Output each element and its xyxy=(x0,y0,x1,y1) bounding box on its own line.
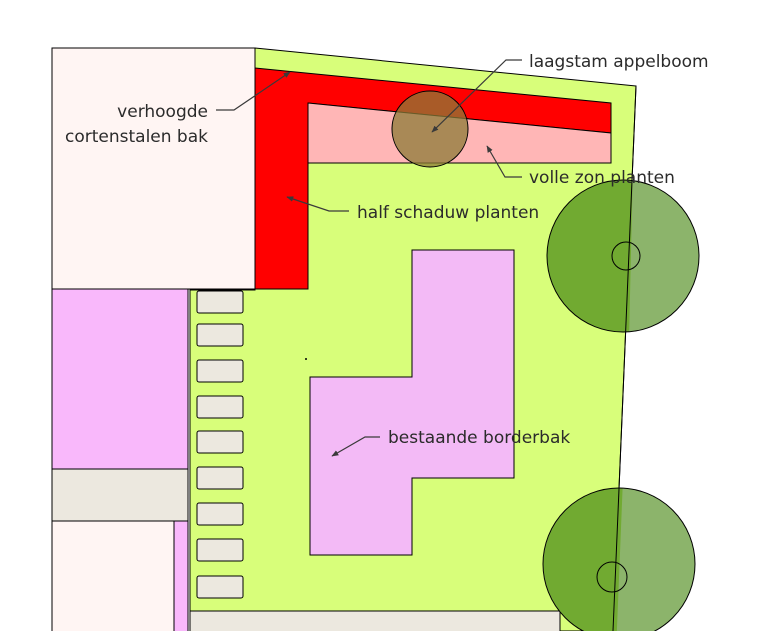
building-top xyxy=(51,47,256,290)
side-bed-strip xyxy=(173,520,189,631)
stepping-stone xyxy=(196,575,244,599)
stepping-stone xyxy=(196,430,244,454)
stepping-stone xyxy=(196,466,244,490)
stepping-stone xyxy=(196,290,244,314)
tree-trunk xyxy=(596,561,628,593)
leader-apple-tree xyxy=(431,59,522,133)
stepping-stones xyxy=(196,290,244,599)
stepping-stone xyxy=(196,395,244,419)
existing-border-bed xyxy=(309,249,515,556)
label-half-shade: half schaduw planten xyxy=(357,203,539,223)
label-corten-bed-line2: cortenstalen bak xyxy=(65,127,208,147)
paving-left xyxy=(51,468,189,522)
paving-bottom xyxy=(189,610,561,631)
marker-dot xyxy=(305,358,307,360)
label-corten-bed-line1: verhoogde xyxy=(117,102,208,122)
label-full-sun: volle zon planten xyxy=(529,168,675,188)
stepping-stone xyxy=(196,502,244,526)
tree-upper xyxy=(546,179,700,333)
tree-canopy-inner xyxy=(546,179,633,332)
stepping-stone xyxy=(196,323,244,347)
label-apple-tree: laagstam appelboom xyxy=(529,52,709,72)
leader-full-sun xyxy=(486,145,522,178)
leader-existing-border xyxy=(331,436,380,457)
tree-canopy-outline xyxy=(546,179,700,333)
garden-boundary xyxy=(612,85,637,631)
tree-canopy-inner xyxy=(543,488,623,631)
label-existing-border: bestaande borderbak xyxy=(388,428,570,448)
tree-trunk xyxy=(611,241,641,271)
stepping-stone xyxy=(196,359,244,383)
building-bottom xyxy=(51,520,175,631)
side-bed-left xyxy=(51,288,189,470)
leader-corten-bed xyxy=(216,71,291,111)
apple-tree xyxy=(391,90,469,168)
leader-half-shade xyxy=(286,196,349,212)
tree-lower xyxy=(542,487,696,631)
stepping-stone xyxy=(196,538,244,562)
